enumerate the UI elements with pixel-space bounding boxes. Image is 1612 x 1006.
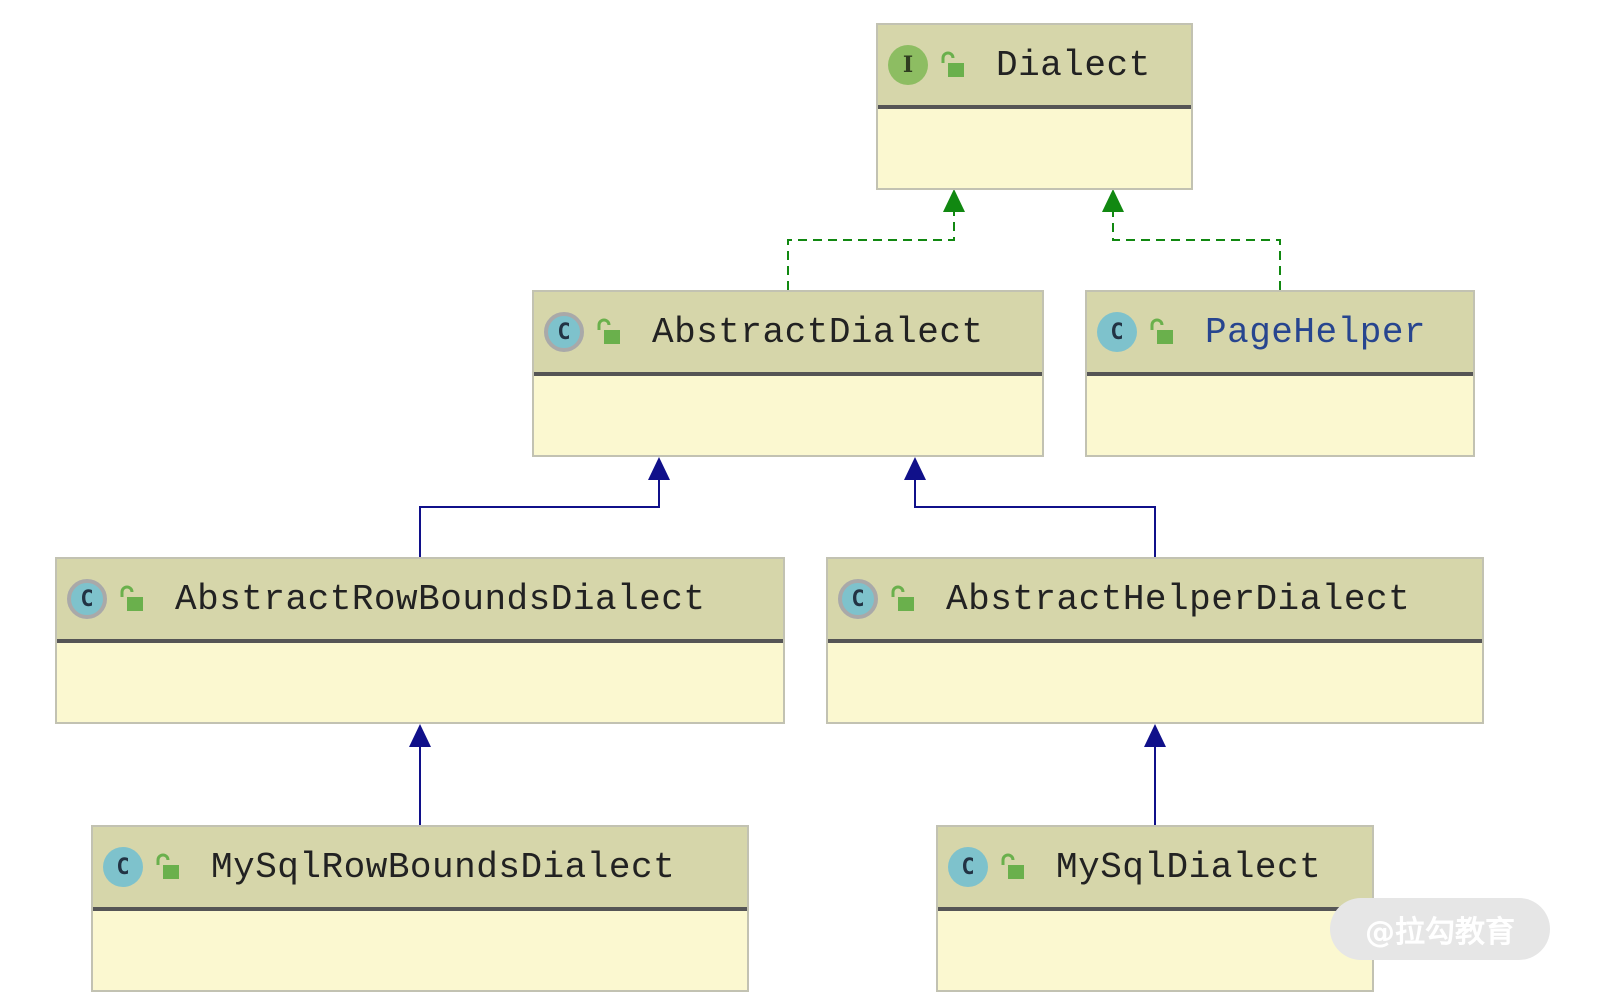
class-name-link[interactable]: PageHelper	[1205, 311, 1427, 353]
abstract-class-icon: C	[838, 579, 878, 619]
edge-abstract-helper-extends-abstract-dialect	[914, 478, 1156, 557]
public-unlocked-icon	[1001, 853, 1024, 879]
interface-icon: I	[888, 45, 928, 85]
class-node-header: C AbstractHelperDialect	[828, 559, 1482, 643]
extends-arrowhead-1	[648, 457, 670, 480]
class-node-header: C PageHelper	[1087, 292, 1473, 376]
public-unlocked-icon	[597, 318, 620, 344]
extends-arrowhead-4	[1144, 724, 1166, 747]
class-node-mysql-dialect[interactable]: C MySqlDialect	[936, 825, 1374, 992]
class-icon: C	[103, 847, 143, 887]
class-name: AbstractDialect	[652, 311, 984, 353]
extends-arrowhead-2	[904, 457, 926, 480]
public-unlocked-icon	[156, 853, 179, 879]
class-node-abstract-row-bounds-dialect[interactable]: C AbstractRowBoundsDialect	[55, 557, 785, 724]
class-node-header: C MySqlDialect	[938, 827, 1372, 911]
abstract-class-icon: C	[67, 579, 107, 619]
public-unlocked-icon	[120, 585, 143, 611]
class-icon: C	[948, 847, 988, 887]
edge-page-helper-implements-dialect	[1112, 210, 1281, 290]
watermark-logo: @拉勾教育	[1330, 898, 1550, 960]
class-node-page-helper[interactable]: C PageHelper	[1085, 290, 1475, 457]
class-name: Dialect	[996, 44, 1151, 86]
class-name: MySqlDialect	[1056, 846, 1322, 888]
class-name: AbstractRowBoundsDialect	[175, 578, 706, 620]
class-node-header: I Dialect	[878, 25, 1191, 109]
edge-abstract-row-bounds-extends-abstract-dialect	[419, 478, 660, 557]
class-node-header: C MySqlRowBoundsDialect	[93, 827, 747, 911]
implements-arrowhead-left	[943, 189, 965, 212]
class-node-abstract-helper-dialect[interactable]: C AbstractHelperDialect	[826, 557, 1484, 724]
public-unlocked-icon	[1150, 318, 1173, 344]
class-node-dialect[interactable]: I Dialect	[876, 23, 1193, 190]
class-node-abstract-dialect[interactable]: C AbstractDialect	[532, 290, 1044, 457]
class-node-header: C AbstractDialect	[534, 292, 1042, 376]
class-node-mysql-row-bounds-dialect[interactable]: C MySqlRowBoundsDialect	[91, 825, 749, 992]
class-name: MySqlRowBoundsDialect	[211, 846, 676, 888]
class-icon: C	[1097, 312, 1137, 352]
class-name: AbstractHelperDialect	[946, 578, 1411, 620]
public-unlocked-icon	[941, 51, 964, 77]
extends-arrowhead-3	[409, 724, 431, 747]
implements-arrowhead-right	[1102, 189, 1124, 212]
class-node-header: C AbstractRowBoundsDialect	[57, 559, 783, 643]
edge-abstract-dialect-implements-dialect	[787, 210, 955, 290]
abstract-class-icon: C	[544, 312, 584, 352]
public-unlocked-icon	[891, 585, 914, 611]
